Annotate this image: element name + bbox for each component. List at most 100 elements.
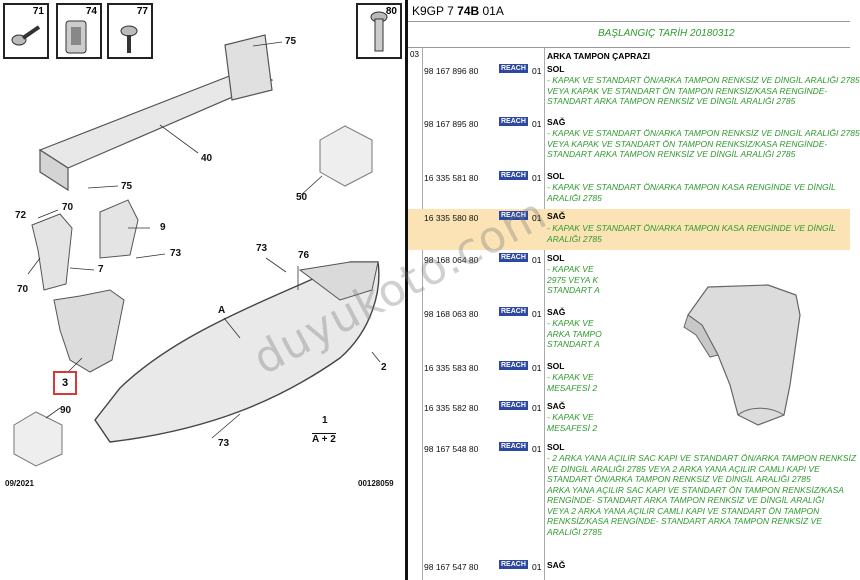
quantity: 01 bbox=[532, 403, 542, 413]
list-item-selected[interactable]: 16 335 580 80 REACH 01 SAĞ - KAPAK VE ST… bbox=[408, 209, 850, 250]
part-preview-popup bbox=[618, 265, 850, 443]
part-number[interactable]: 98 167 547 80 bbox=[424, 562, 479, 572]
quantity: 01 bbox=[532, 119, 542, 129]
callout-7[interactable]: 7 bbox=[98, 264, 104, 275]
part-note: - KAPAK VE MESAFESİ 2 bbox=[547, 412, 598, 433]
callout-3-selected[interactable]: 3 bbox=[53, 371, 77, 395]
parts-list-panel: K9GP 7 74B 01A BAŞLANGIÇ TARİH 20180312 … bbox=[408, 0, 860, 580]
quantity: 01 bbox=[532, 309, 542, 319]
header-code: 74B bbox=[457, 4, 480, 18]
part-side: SAĞ bbox=[547, 211, 566, 221]
part-side: SOL bbox=[547, 171, 565, 181]
screw-icon bbox=[11, 25, 41, 46]
callout-70-bottom[interactable]: 70 bbox=[17, 284, 29, 295]
callout-50[interactable]: 50 bbox=[296, 192, 308, 203]
reach-badge: REACH bbox=[499, 117, 528, 126]
sensor-module bbox=[319, 125, 373, 187]
part-number[interactable]: 16 335 581 80 bbox=[424, 173, 479, 183]
thumb-number: 80 bbox=[385, 6, 397, 17]
part-number[interactable]: 98 168 064 80 bbox=[424, 255, 479, 265]
part-number[interactable]: 98 168 063 80 bbox=[424, 309, 479, 319]
module-90 bbox=[13, 411, 63, 467]
part-side: SOL bbox=[547, 442, 565, 452]
part-side: SOL bbox=[547, 361, 565, 371]
quantity: 01 bbox=[532, 363, 542, 373]
thumb-screw[interactable]: 71 bbox=[3, 3, 49, 59]
rivet-icon bbox=[370, 11, 388, 52]
list-item[interactable]: 98 167 896 80 REACH 01 SOL - KAPAK VE ST… bbox=[408, 63, 860, 113]
reach-badge: REACH bbox=[499, 253, 528, 262]
bracket-left bbox=[31, 213, 73, 291]
thumb-number: 74 bbox=[85, 6, 97, 17]
callout-A[interactable]: A bbox=[218, 305, 226, 316]
reach-badge: REACH bbox=[499, 211, 528, 220]
reach-badge: REACH bbox=[499, 361, 528, 370]
part-number[interactable]: 16 335 583 80 bbox=[424, 363, 479, 373]
reach-badge: REACH bbox=[499, 442, 528, 451]
callout-73-upper[interactable]: 73 bbox=[256, 243, 268, 254]
panel-divider bbox=[405, 0, 408, 580]
list-item[interactable]: 98 168 064 80 REACH 01 SOL - KAPAK VE 29… bbox=[408, 252, 850, 304]
list-item[interactable]: 16 335 582 80 REACH 01 SAĞ - KAPAK VE ME… bbox=[408, 400, 850, 440]
callout-9[interactable]: 9 bbox=[160, 222, 166, 233]
header-prefix: K9GP 7 bbox=[412, 4, 458, 18]
part-note: - KAPAK VE STANDART ÖN/ARKA TAMPON RENKS… bbox=[547, 75, 860, 106]
thumb-clip[interactable]: 74 bbox=[56, 3, 102, 59]
callout-73-mid[interactable]: 73 bbox=[170, 248, 182, 259]
quantity: 01 bbox=[532, 173, 542, 183]
quantity: 01 bbox=[532, 444, 542, 454]
callout-72[interactable]: 72 bbox=[15, 210, 27, 221]
callout-73-lower[interactable]: 73 bbox=[218, 438, 230, 449]
thumb-bolt[interactable]: 77 bbox=[107, 3, 153, 59]
list-item[interactable]: 98 167 895 80 REACH 01 SAĞ - KAPAK VE ST… bbox=[408, 116, 860, 168]
part-note: - 2 ARKA YANA AÇILIR SAC KAPI VE STANDAR… bbox=[547, 453, 857, 537]
part-note: - KAPAK VE STANDART ÖN/ARKA TAMPON KASA … bbox=[547, 223, 836, 244]
part-note: - KAPAK VE ARKA TAMPO STANDART A bbox=[547, 318, 602, 349]
row-title: ARKA TAMPON ÇAPRAZI bbox=[547, 51, 650, 61]
legend-a-plus-2: A + 2 bbox=[312, 433, 336, 445]
rear-bumper bbox=[94, 261, 380, 443]
list-item[interactable]: 98 168 063 80 REACH 01 SAĞ - KAPAK VE AR… bbox=[408, 306, 850, 358]
callout-76[interactable]: 76 bbox=[298, 250, 310, 261]
list-item[interactable]: 98 167 548 80 REACH 01 SOL - 2 ARKA YANA… bbox=[408, 441, 857, 557]
list-item[interactable]: 98 167 547 80 REACH 01 SAĞ bbox=[408, 559, 850, 579]
header-suffix: 01A bbox=[479, 4, 504, 18]
part-side: SAĞ bbox=[547, 560, 566, 570]
callout-70-top[interactable]: 70 bbox=[62, 202, 74, 213]
grid-line bbox=[544, 48, 545, 580]
reach-badge: REACH bbox=[499, 171, 528, 180]
thumb-number: 77 bbox=[136, 6, 148, 17]
reach-badge: REACH bbox=[499, 560, 528, 569]
part-side: SOL bbox=[547, 64, 565, 74]
bolt-icon bbox=[120, 25, 138, 53]
part-side: SOL bbox=[547, 253, 565, 263]
callout-75-top[interactable]: 75 bbox=[285, 36, 297, 47]
quantity: 01 bbox=[532, 213, 542, 223]
part-number[interactable]: 16 335 582 80 bbox=[424, 403, 479, 413]
part-number[interactable]: 16 335 580 80 bbox=[424, 213, 479, 223]
part-side: SAĞ bbox=[547, 401, 566, 411]
crossmember-beam bbox=[38, 67, 274, 169]
start-date: BAŞLANGIÇ TARİH 20180312 bbox=[598, 28, 735, 39]
part-note: - KAPAK VE MESAFESİ 2 bbox=[547, 372, 598, 393]
callout-90[interactable]: 90 bbox=[60, 405, 72, 416]
crossmember-bracket-right bbox=[224, 34, 273, 101]
quantity: 01 bbox=[532, 255, 542, 265]
start-date-row: BAŞLANGIÇ TARİH 20180312 bbox=[408, 22, 850, 48]
callout-40[interactable]: 40 bbox=[201, 153, 213, 164]
part-number[interactable]: 98 167 548 80 bbox=[424, 444, 479, 454]
diagram-date: 09/2021 bbox=[5, 479, 34, 488]
reach-badge: REACH bbox=[499, 401, 528, 410]
callout-75-bottom[interactable]: 75 bbox=[121, 181, 133, 192]
list-item[interactable]: 16 335 581 80 REACH 01 SOL - KAPAK VE ST… bbox=[408, 170, 850, 208]
part-note: - KAPAK VE STANDART ÖN/ARKA TAMPON KASA … bbox=[547, 182, 836, 203]
thumb-number: 71 bbox=[32, 6, 44, 17]
thumb-rivet[interactable]: 80 bbox=[356, 3, 402, 59]
part-number[interactable]: 98 167 896 80 bbox=[424, 66, 479, 76]
reach-badge: REACH bbox=[499, 307, 528, 316]
list-item[interactable]: 16 335 583 80 REACH 01 SOL - KAPAK VE ME… bbox=[408, 360, 850, 398]
legend-1: 1 bbox=[322, 415, 328, 426]
part-number[interactable]: 98 167 895 80 bbox=[424, 119, 479, 129]
callout-2[interactable]: 2 bbox=[381, 362, 387, 373]
part-side: SAĞ bbox=[547, 117, 566, 127]
